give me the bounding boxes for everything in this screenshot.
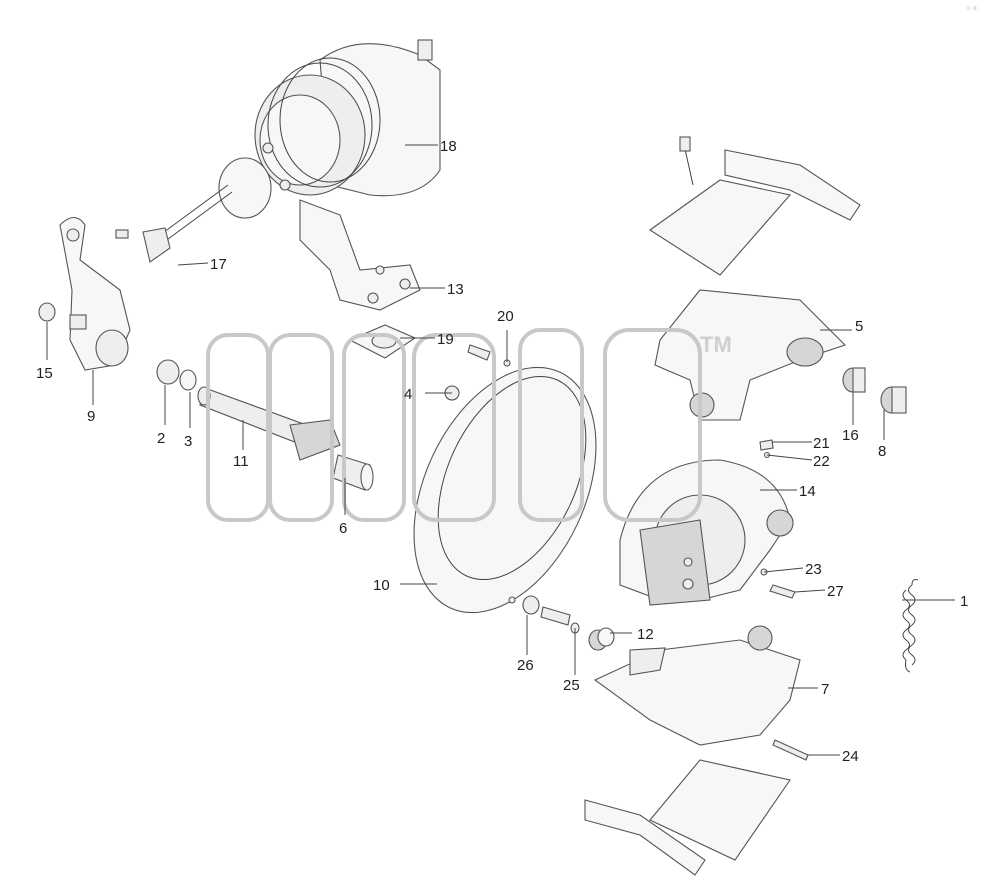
corner-mark: ⓒ ⓓ	[966, 5, 978, 12]
label-14: 14	[799, 483, 816, 500]
label-22: 22	[813, 453, 830, 470]
mounting-bolt	[769, 584, 796, 599]
label-18: 18	[440, 138, 457, 155]
label-17: 17	[210, 256, 227, 273]
brake-shoe-upper	[654, 289, 847, 421]
label-26: 26	[517, 657, 534, 674]
label-1: 1	[960, 593, 968, 610]
chamber-bracket	[299, 199, 421, 311]
label-2: 2	[157, 430, 165, 447]
label-27: 27	[827, 583, 844, 600]
roller	[588, 627, 615, 651]
o-ring	[179, 369, 197, 391]
bolt	[467, 344, 511, 367]
washer	[156, 359, 180, 385]
label-8: 8	[878, 443, 886, 460]
label-3: 3	[184, 433, 192, 450]
label-13: 13	[447, 281, 464, 298]
anchor-pin	[540, 606, 571, 626]
brake-shoe-lower	[593, 625, 801, 746]
leader-lines	[46, 144, 955, 756]
roller-pin	[772, 739, 809, 761]
shoe-bushing	[842, 367, 866, 393]
return-spring	[902, 579, 919, 673]
brake-lining-upper	[649, 136, 861, 276]
snap-ring	[38, 302, 56, 322]
label-19: 19	[437, 331, 454, 348]
dust-shield	[413, 366, 597, 614]
label-10: 10	[373, 577, 390, 594]
spring-ring	[522, 595, 540, 615]
label-21: 21	[813, 435, 830, 452]
small-bolt	[759, 439, 774, 459]
label-5: 5	[855, 318, 863, 335]
label-24: 24	[842, 748, 859, 765]
label-16: 16	[842, 427, 859, 444]
label-12: 12	[637, 626, 654, 643]
pushrod	[115, 157, 272, 263]
label-20: 20	[497, 308, 514, 325]
label-7: 7	[821, 681, 829, 698]
label-25: 25	[563, 677, 580, 694]
label-4: 4	[404, 386, 412, 403]
watermark: TM	[206, 328, 732, 522]
brake-spider	[619, 459, 794, 606]
label-23: 23	[805, 561, 822, 578]
bushing	[332, 454, 374, 491]
brake-chamber	[254, 39, 441, 197]
watermark-tm: TM	[700, 332, 732, 357]
anchor-bushing	[880, 386, 907, 414]
label-9: 9	[87, 408, 95, 425]
slack-adjuster	[59, 216, 131, 371]
label-6: 6	[339, 520, 347, 537]
brake-lining-lower	[584, 759, 791, 876]
label-15: 15	[36, 365, 53, 382]
label-11: 11	[233, 453, 249, 470]
